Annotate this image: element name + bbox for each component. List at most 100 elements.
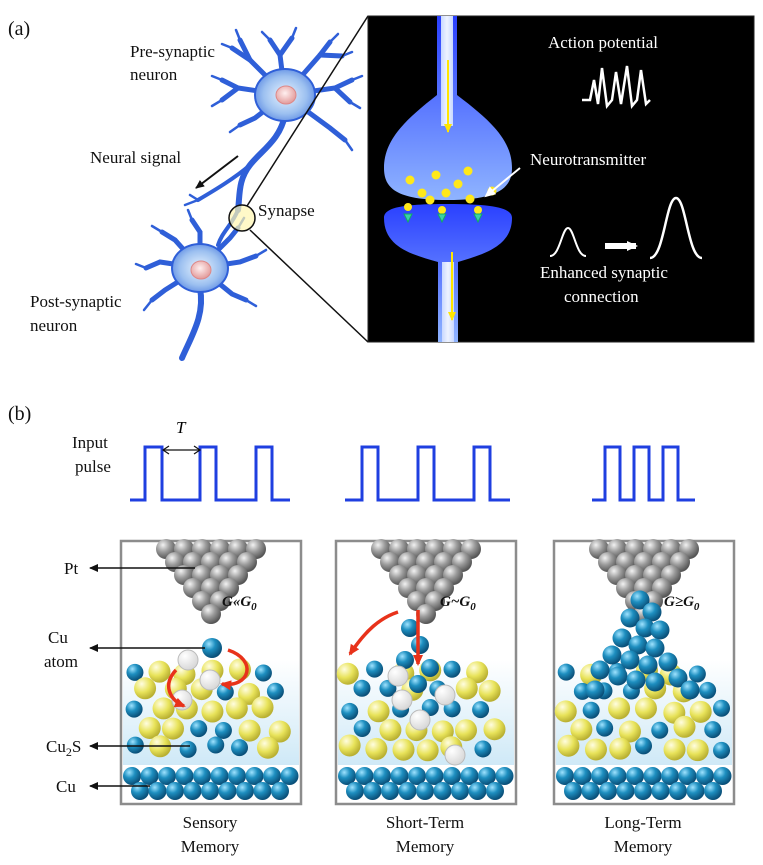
cu-electrode-atom — [460, 767, 479, 785]
cu-electrode-atom — [201, 782, 219, 800]
cu-electrode-atom — [651, 782, 670, 800]
caption-short-term-2: Memory — [396, 837, 455, 856]
action-potential-waveform — [582, 65, 651, 110]
cu-filament-atom — [628, 635, 648, 655]
s-atom — [256, 736, 279, 759]
device-short-term — [334, 539, 518, 806]
caption-long-term-1: Long-Term — [604, 813, 681, 832]
cu-ion — [651, 721, 669, 739]
neural-signal-arrow — [195, 155, 239, 189]
cu-electrode-atom — [123, 767, 141, 785]
cu-filament-atom — [590, 660, 610, 680]
vacancy — [409, 709, 431, 731]
large-peak — [649, 196, 703, 260]
s-atom — [338, 734, 361, 757]
cu-filament-atom — [635, 618, 655, 638]
vacancy — [199, 669, 221, 691]
zoom-line-bottom — [249, 229, 369, 343]
cu-electrode-atom — [495, 767, 514, 785]
cu-ion — [472, 701, 490, 719]
cu-electrode-atom — [183, 782, 202, 800]
cu-electrode-atom — [608, 767, 627, 785]
cu-electrode-atom — [373, 767, 391, 785]
s-atom — [392, 738, 415, 761]
s-atom — [478, 679, 501, 702]
vacancy — [177, 649, 199, 671]
cu-ion — [713, 699, 731, 717]
cu-atom-label-2: atom — [44, 652, 78, 671]
cu-electrode-atom — [686, 782, 705, 800]
cu-electrode-atom — [193, 767, 211, 785]
s-atom — [336, 662, 359, 685]
cu-electrode-atom — [280, 767, 299, 785]
cu-electrode-atom — [131, 782, 149, 800]
cu-ion — [443, 660, 461, 678]
small-peak — [549, 226, 587, 257]
pt-atom — [416, 604, 436, 624]
s-atom — [365, 737, 388, 760]
cu-electrode-atom — [704, 782, 722, 800]
cu-electrode-atom — [253, 782, 272, 800]
cu-electrode-atom — [416, 782, 434, 800]
cu-ion — [207, 736, 225, 754]
cu-electrode-atom — [236, 782, 254, 800]
cu-filament-atom — [585, 680, 605, 700]
cu-electrode-atom — [408, 767, 426, 785]
cu-ion — [713, 741, 731, 759]
pulse-train-long-term — [592, 445, 695, 502]
s-atom — [663, 738, 686, 761]
cu-electrode-atom — [175, 767, 194, 785]
cu-electrode-atom — [713, 767, 732, 785]
conductance-label-sensory: G«G0 — [222, 594, 257, 613]
synapse-circle — [228, 204, 256, 232]
cu-electrode-atom — [355, 767, 374, 785]
pre-synaptic-label-1: Pre-synaptic — [130, 42, 215, 61]
vacancy — [387, 665, 409, 687]
s-atom — [152, 697, 175, 720]
pt-label: Pt — [64, 559, 78, 578]
cu-electrode-atom — [425, 767, 444, 785]
device-sensory — [119, 539, 303, 806]
cu-ion — [474, 740, 492, 758]
cu-filament-atom — [396, 651, 414, 669]
migration-arrow-sensory-left — [166, 668, 186, 708]
cu-filament-atom — [608, 666, 628, 686]
cu-electrode-atom — [433, 782, 452, 800]
cu-electrode-atom — [468, 782, 487, 800]
cu-electrode-atom — [478, 767, 496, 785]
cu-filament-atom — [645, 672, 665, 692]
synapse-label: Synapse — [258, 201, 315, 220]
cu-electrode-atom — [140, 767, 159, 785]
cu-filament-atom — [620, 608, 640, 628]
cu-ion — [582, 701, 600, 719]
cu-filament-atom — [421, 659, 439, 677]
cu-ion — [254, 664, 272, 682]
cu-electrode-atom — [643, 767, 662, 785]
s-atom — [618, 720, 641, 743]
s-atom — [584, 738, 607, 761]
migration-arrow-sensory-right — [220, 648, 249, 691]
cu-electrode-atom — [696, 767, 714, 785]
neurotransmitter-vesicles — [404, 166, 497, 214]
cu-electrode-atom — [346, 782, 364, 800]
cu-label: Cu — [56, 777, 76, 796]
cu-electrode-atom — [166, 782, 184, 800]
caption-sensory-2: Memory — [181, 837, 240, 856]
cu-electrode-atom — [634, 782, 652, 800]
cu-electrode-atom — [661, 767, 679, 785]
cu-electrode-atom — [486, 782, 504, 800]
s-atom — [689, 700, 712, 723]
cu-electrode-atom — [669, 782, 687, 800]
s-atom — [268, 720, 291, 743]
s-atom — [225, 697, 248, 720]
s-atom — [148, 660, 171, 683]
cu-ion — [699, 681, 717, 699]
s-atom — [238, 682, 261, 705]
s-atom — [161, 717, 184, 740]
migration-arrow-short-term-left — [348, 610, 399, 656]
cu-filament-atom — [602, 645, 622, 665]
cu-filament-atom — [409, 675, 427, 693]
enhanced-label-2: connection — [564, 287, 639, 306]
cu-electrode-atom — [228, 767, 246, 785]
cu-electrode-atom — [271, 782, 289, 800]
